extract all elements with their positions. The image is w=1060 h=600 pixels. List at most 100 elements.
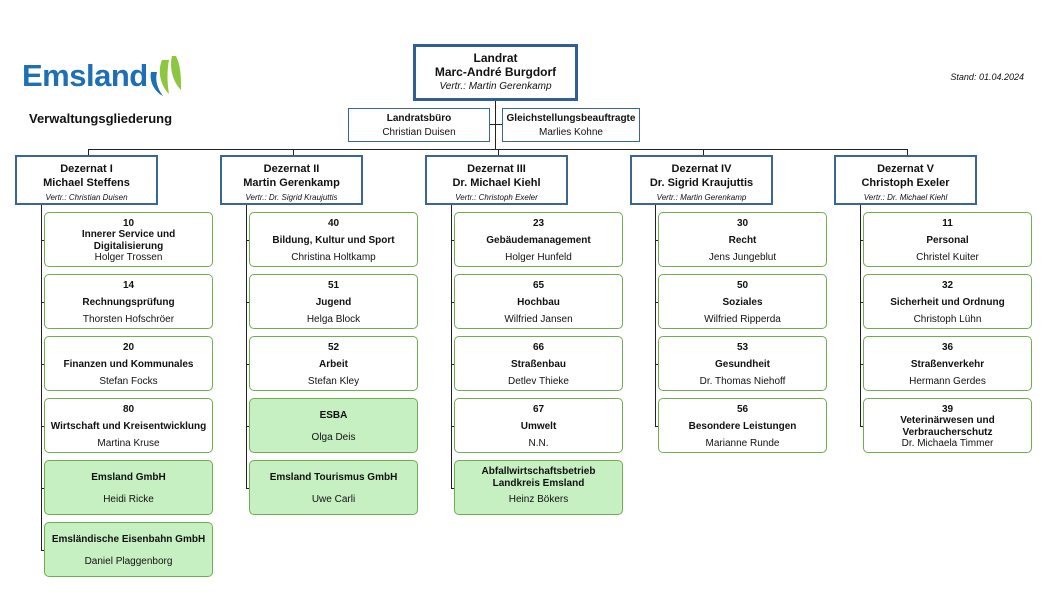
connector-tick bbox=[860, 363, 863, 365]
dezernat-box-5: Dezernat V Christoph Exeler Vertr.: Dr. … bbox=[834, 155, 977, 205]
unit-head: Christoph Lühn bbox=[913, 314, 982, 325]
dezernat-title: Dezernat III bbox=[467, 163, 526, 175]
unit-head: Wilfried Jansen bbox=[504, 314, 573, 325]
unit-name: Hochbau bbox=[517, 297, 560, 308]
dezernat-title: Dezernat I bbox=[60, 163, 113, 175]
connector-drop-4 bbox=[703, 149, 704, 155]
landrat-name: Marc-André Burgdorf bbox=[434, 65, 557, 80]
unit-name: Umwelt bbox=[520, 421, 557, 432]
connector-drop-1 bbox=[88, 149, 89, 155]
unit-name: Personal bbox=[926, 235, 969, 246]
unit-name: Finanzen und Kommunales bbox=[63, 359, 194, 370]
connector-dezernat-bar bbox=[88, 149, 907, 150]
connector-spine bbox=[655, 205, 656, 426]
unit-name: ESBA bbox=[319, 410, 348, 421]
unit-head: Daniel Plaggenborg bbox=[84, 556, 173, 567]
dezernat-head: Dr. Sigrid Kraujuttis bbox=[649, 177, 754, 190]
connector-tick bbox=[41, 363, 44, 365]
dezernat-box-3: Dezernat III Dr. Michael Kiehl Vertr.: C… bbox=[425, 155, 568, 205]
unit-number: 80 bbox=[122, 404, 135, 415]
landrat-title: Landrat bbox=[473, 51, 518, 65]
unit-head: Dr. Michaela Timmer bbox=[901, 438, 994, 449]
unit-name: Emsland GmbH bbox=[91, 472, 166, 483]
unit-head: Holger Hunfeld bbox=[505, 252, 572, 263]
unit-number: 23 bbox=[532, 218, 545, 229]
connector-tick bbox=[246, 425, 249, 427]
connector-tick bbox=[451, 363, 454, 365]
connector-tick bbox=[451, 425, 454, 427]
connector-tick bbox=[860, 301, 863, 303]
connector-tick bbox=[246, 363, 249, 365]
connector-tick bbox=[41, 487, 44, 489]
unit-head: Olga Deis bbox=[311, 432, 356, 443]
dezernat-deputy: Vertr.: Christian Duisen bbox=[45, 192, 128, 202]
dezernat-title: Dezernat II bbox=[263, 163, 320, 175]
staff-box-gleichstellung: Gleichstellungsbeauftragte Marlies Kohne bbox=[502, 108, 640, 142]
staff-title: Landratsbüro bbox=[386, 113, 452, 124]
dezernat-head: Michael Steffens bbox=[43, 177, 130, 190]
staff-name: Marlies Kohne bbox=[539, 127, 603, 138]
connector-tick bbox=[246, 239, 249, 241]
unit-head: N.N. bbox=[528, 438, 549, 449]
unit-number: 52 bbox=[327, 342, 340, 353]
connector-tick bbox=[655, 425, 658, 427]
unit-name: Besondere Leistungen bbox=[688, 421, 797, 432]
landrat-box: Landrat Marc-André Burgdorf Vertr.: Mart… bbox=[413, 44, 578, 101]
unit-name: Straßenbau bbox=[510, 359, 566, 370]
unit-number: 30 bbox=[736, 218, 749, 229]
unit-head: Detlev Thieke bbox=[508, 376, 569, 387]
dezernat-deputy: Vertr.: Martin Gerenkamp bbox=[656, 192, 747, 202]
unit-name: Abfallwirtschaftsbetrieb Landkreis Emsla… bbox=[481, 466, 596, 489]
unit-number: 51 bbox=[327, 280, 340, 291]
unit-number: 11 bbox=[942, 218, 953, 229]
unit-head: Martina Kruse bbox=[97, 438, 160, 449]
connector-tick bbox=[655, 363, 658, 365]
unit-head: Marianne Runde bbox=[705, 438, 780, 449]
unit-head: Dr. Thomas Niehoff bbox=[699, 376, 786, 387]
unit-number: 66 bbox=[532, 342, 545, 353]
dezernat-head: Christoph Exeler bbox=[861, 177, 950, 190]
connector-tick bbox=[860, 425, 863, 427]
connector-drop-2 bbox=[293, 149, 294, 155]
unit-number: 56 bbox=[736, 404, 749, 415]
connector-tick bbox=[655, 239, 658, 241]
connector-tick bbox=[41, 425, 44, 427]
unit-name: Straßenverkehr bbox=[910, 359, 985, 370]
unit-name: Veterinärwesen und Verbraucherschutz bbox=[900, 415, 995, 438]
connector-tick bbox=[41, 239, 44, 241]
unit-number: 50 bbox=[736, 280, 749, 291]
chart-subtitle: Verwaltungsgliederung bbox=[29, 111, 173, 126]
dezernat-head: Dr. Michael Kiehl bbox=[452, 177, 541, 190]
org-unit-box: Emsland GmbH Heidi Ricke bbox=[44, 460, 213, 515]
unit-number: 67 bbox=[532, 404, 545, 415]
unit-number: 65 bbox=[532, 280, 545, 291]
unit-head: Wilfried Ripperda bbox=[704, 314, 781, 325]
org-unit-box: ESBA Olga Deis bbox=[249, 398, 418, 453]
unit-name: Innerer Service und Digitalisierung bbox=[81, 229, 176, 252]
unit-name: Emsland Tourismus GmbH bbox=[269, 472, 398, 483]
connector-drop-3 bbox=[498, 149, 499, 155]
unit-number: 39 bbox=[941, 404, 954, 415]
dezernat-box-1: Dezernat I Michael Steffens Vertr.: Chri… bbox=[15, 155, 158, 205]
connector-tick bbox=[41, 301, 44, 303]
org-unit-box: Abfallwirtschaftsbetrieb Landkreis Emsla… bbox=[454, 460, 623, 515]
connector-tick bbox=[655, 301, 658, 303]
unit-number: 32 bbox=[941, 280, 954, 291]
staff-name: Christian Duisen bbox=[382, 127, 456, 138]
unit-name: Jugend bbox=[315, 297, 352, 308]
connector-tick bbox=[451, 487, 454, 489]
unit-head: Heidi Ricke bbox=[103, 494, 154, 505]
